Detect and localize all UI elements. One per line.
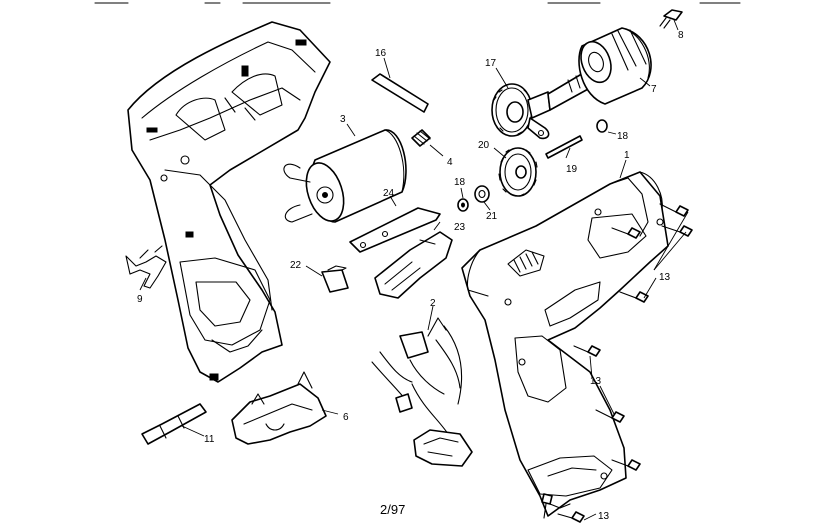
callout-2: 2 <box>430 298 436 309</box>
spur-gear <box>498 147 538 197</box>
callout-13-bottom: 13 <box>598 511 610 522</box>
screw-13e <box>573 345 601 357</box>
callout-labels: 16 3 4 17 7 8 18 19 20 21 18 1 24 23 22 … <box>137 30 684 522</box>
callout-3: 3 <box>340 114 346 125</box>
ball-18-lower <box>457 198 469 212</box>
ball-18-upper <box>596 119 608 133</box>
screw-13f <box>595 409 625 423</box>
pin-16 <box>371 73 429 113</box>
callout-18-upper: 18 <box>617 131 629 142</box>
callout-8: 8 <box>678 30 684 41</box>
keyless-chuck <box>578 27 652 105</box>
callout-11: 11 <box>204 434 215 445</box>
callout-23: 23 <box>454 222 466 233</box>
screw-13a <box>659 203 689 217</box>
pinion-gear <box>411 129 431 147</box>
spring-24 <box>349 207 441 253</box>
callout-24: 24 <box>383 188 395 199</box>
trigger-switch-wires <box>371 317 473 467</box>
block-22 <box>321 265 349 293</box>
callout-1: 1 <box>624 150 630 161</box>
callout-22: 22 <box>290 260 302 271</box>
screw-13i <box>557 511 585 523</box>
screwdriver-bit <box>141 403 207 445</box>
screw-13h <box>541 493 553 519</box>
callout-9: 9 <box>137 294 143 305</box>
page-number: 2/97 <box>380 502 406 517</box>
callout-7: 7 <box>651 84 657 95</box>
callout-4: 4 <box>447 157 453 168</box>
screw-13g <box>611 459 641 471</box>
callout-21: 21 <box>486 211 498 222</box>
terminal-clip <box>125 245 167 289</box>
callout-16: 16 <box>375 48 387 59</box>
callout-6: 6 <box>343 412 349 423</box>
callout-19: 19 <box>566 164 578 175</box>
screw-13b <box>661 225 693 237</box>
washer-21 <box>474 185 490 203</box>
callout-13-right: 13 <box>659 272 671 283</box>
bit-holder <box>231 371 327 445</box>
pin-19 <box>545 135 583 159</box>
callout-20: 20 <box>478 140 490 151</box>
screw-13d <box>619 291 649 303</box>
screw-13c <box>611 227 641 239</box>
callout-18-lower: 18 <box>454 177 466 188</box>
switch-lever <box>374 231 453 299</box>
leader-lines <box>139 19 689 521</box>
left-housing-half <box>127 21 331 383</box>
callout-13-middle: 13 <box>590 376 602 387</box>
callout-17: 17 <box>485 58 497 69</box>
screws-13 <box>541 203 693 523</box>
motor <box>283 129 407 223</box>
screw-8 <box>659 9 683 29</box>
